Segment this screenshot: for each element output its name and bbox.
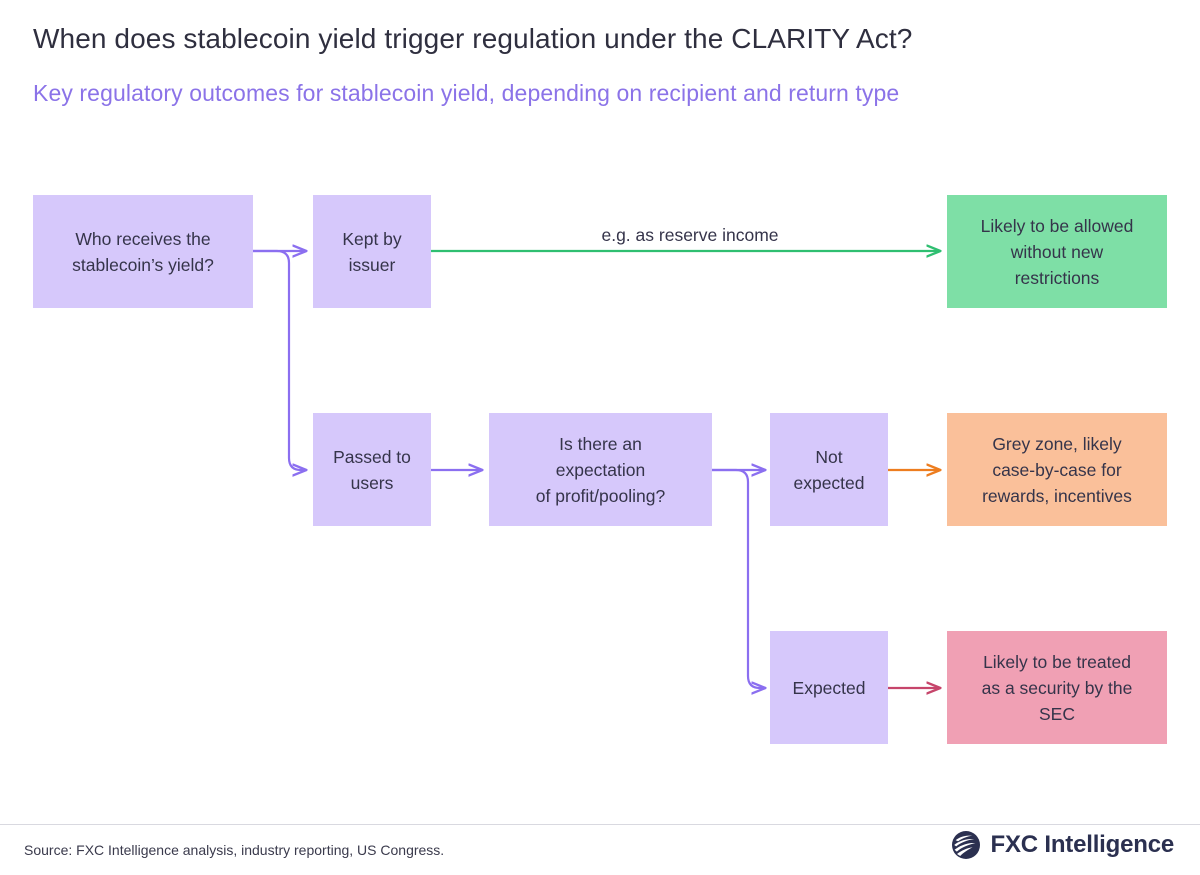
edge-root-to-users <box>251 249 306 470</box>
logo-wordmark: FXC Intelligence <box>990 831 1174 858</box>
node-outcome-grey-zone[interactable]: Grey zone, likely case-by-case for rewar… <box>947 413 1167 526</box>
fxc-globe-icon <box>952 831 981 859</box>
page-title: When does stablecoin yield trigger regul… <box>33 23 913 54</box>
fxc-intelligence-logo: FXC Intelligence <box>951 830 1174 860</box>
node-not-expected[interactable]: Not expected <box>770 413 888 526</box>
page-subtitle: Key regulatory outcomes for stablecoin y… <box>33 80 900 106</box>
edge-label-reserve-income: e.g. as reserve income <box>601 225 779 245</box>
node-expected[interactable]: Expected <box>770 631 888 744</box>
node-outcome-security[interactable]: Likely to be treated as a security by th… <box>947 631 1167 744</box>
footer-divider <box>0 824 1200 825</box>
edge-expectation-to-expected <box>710 468 765 688</box>
node-kept-by-issuer[interactable]: Kept by issuer <box>313 195 431 308</box>
node-expectation-question[interactable]: Is there an expectation of profit/poolin… <box>489 413 712 526</box>
source-note: Source: FXC Intelligence analysis, indus… <box>24 842 445 858</box>
node-root-question[interactable]: Who receives the stablecoin’s yield? <box>33 195 253 308</box>
node-passed-to-users[interactable]: Passed to users <box>313 413 431 526</box>
node-outcome-allowed[interactable]: Likely to be allowed without new restric… <box>947 195 1167 308</box>
